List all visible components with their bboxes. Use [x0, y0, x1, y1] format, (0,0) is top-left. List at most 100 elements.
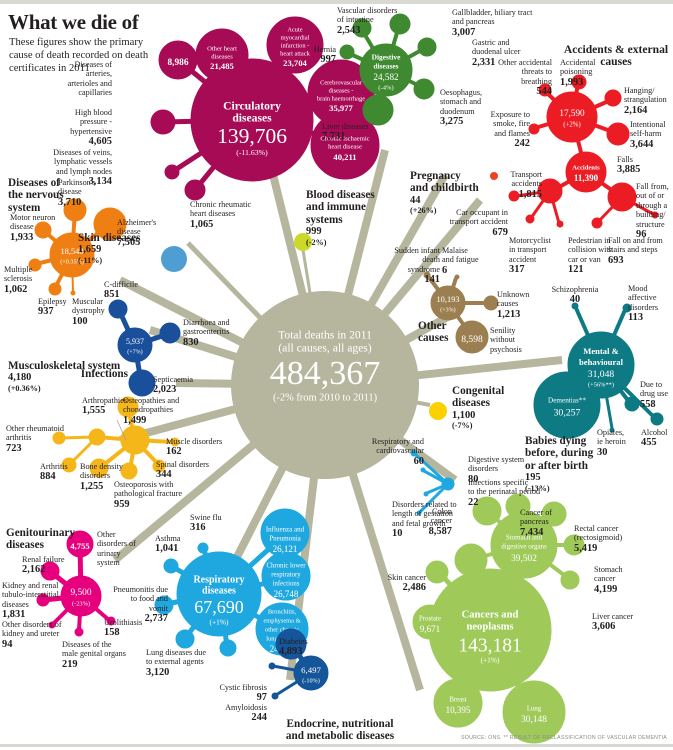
node-skin-diseases: [161, 246, 187, 272]
svg-text:Breast: Breast: [449, 697, 466, 704]
svg-text:26,121: 26,121: [273, 544, 298, 554]
node-pregnancy: [490, 172, 498, 180]
label-self-harm: Intentional self-harm 3,644: [630, 120, 666, 150]
svg-text:6,497: 6,497: [301, 665, 321, 675]
svg-text:30,257: 30,257: [554, 407, 581, 418]
svg-text:8,986: 8,986: [167, 58, 188, 68]
svg-text:Lung: Lung: [527, 706, 542, 713]
svg-text:infarction -: infarction -: [281, 42, 310, 49]
mental-bubble-text: Mental & behavioural 31,048 (+56%**) Dem…: [548, 346, 624, 418]
heading-endocrine: Endocrine, nutritional and metabolic dis…: [285, 718, 395, 743]
cancers-bubble-text: Cancers and neoplasms 143,181 (+1%) Stom…: [419, 534, 547, 726]
label-rectal-cancer: Rectal cancer (rectosigmoid) 5,419: [574, 524, 623, 554]
cluster-accidents: [508, 74, 659, 229]
leader-lines: [116, 419, 127, 441]
label-bone-density: Bone density disorders 1,255: [80, 462, 123, 492]
svg-text:35,977: 35,977: [329, 103, 353, 113]
label-threats-breathing: Other accidental threats to breathing 54…: [498, 58, 552, 98]
label-malaise: Malaise and fatigue 6: [442, 246, 479, 276]
label-pregnancy: Pregnancy and childbirth 44 (+26%): [410, 170, 479, 216]
cluster-musculoskeletal: [52, 396, 180, 480]
cluster-infections: [108, 299, 181, 397]
svg-text:8,598: 8,598: [461, 334, 483, 345]
svg-text:Dementias**: Dementias**: [548, 397, 586, 405]
label-parkinsons: Parkinson's disease 3,710: [58, 178, 96, 208]
cluster-nervous: [28, 198, 127, 296]
label-vascular-intestine: Vascular disorders of intestine 2,543: [337, 6, 398, 36]
svg-text:digestive organs: digestive organs: [501, 543, 547, 551]
svg-text:Digestive: Digestive: [372, 53, 401, 62]
label-arthropathies: Arthropathies 1,555: [82, 396, 128, 417]
svg-text:26,748: 26,748: [274, 589, 299, 599]
label-osteoporosis: Osteoporosis with pathological fracture …: [114, 480, 182, 510]
heading-other-causes: Other causes: [418, 320, 449, 345]
svg-text:brain haemorrhage: brain haemorrhage: [317, 95, 365, 102]
label-blood-diseases: Blood diseases and immune systems 999 (-…: [306, 189, 375, 247]
svg-text:(+0.35%): (+0.35%): [60, 258, 84, 265]
label-muscular-dystrophy: Muscular dystrophy 100: [72, 297, 105, 327]
label-spinal-disorders: Spinal disorders 344: [156, 460, 209, 481]
svg-text:(+1%): (+1%): [481, 656, 500, 665]
label-accidental-poisoning: Accidental poisoning 1,993: [560, 58, 596, 88]
label-lung-external-agents: Lung diseases due to external agents 3,1…: [146, 648, 207, 678]
svg-text:Cerebrovascular: Cerebrovascular: [320, 79, 363, 86]
svg-text:17,590: 17,590: [559, 108, 585, 118]
label-male-genital: Diseases of the male genital organs 219: [62, 640, 126, 670]
svg-text:23,704: 23,704: [283, 58, 307, 68]
label-drug-use: Due to drug use 558: [640, 380, 668, 410]
svg-text:Chronic lower: Chronic lower: [266, 563, 306, 570]
genitourinary-bubble-text: 9,500 (-23%) 4,755: [70, 541, 92, 608]
svg-text:other chronic: other chronic: [265, 626, 299, 633]
label-pancreas-cancer: Cancer of pancreas 7,434: [520, 508, 553, 538]
svg-text:infections: infections: [273, 581, 300, 588]
label-liver-diseases: Liver diseases 7,731: [322, 122, 369, 143]
bottom-rule: [0, 744, 673, 747]
label-motor-neuron: Motor neuron disease 1,933: [10, 213, 56, 243]
svg-text:neoplasms: neoplasms: [466, 621, 513, 632]
label-renal-failure: Renal failure 2,162: [22, 555, 65, 576]
top-rule: [0, 0, 673, 4]
center-bubble-text: Total deaths in 2011 (all causes, all ag…: [270, 329, 381, 404]
label-high-blood-pressure: High blood pressure - hypertensive 4,605: [70, 108, 112, 148]
svg-text:Other heart: Other heart: [207, 46, 237, 53]
nervous-bubble-text: 18,548 (+0.35%): [60, 247, 84, 266]
svg-text:Influenza and: Influenza and: [266, 526, 305, 534]
cluster-circulatory: [150, 16, 380, 201]
heading-babies-dying: Babies dying before, during or after bir…: [525, 435, 594, 493]
svg-text:40,211: 40,211: [333, 152, 356, 162]
svg-text:11,390: 11,390: [574, 173, 599, 183]
label-amyloidosis: Amyloidosis 244: [225, 703, 267, 724]
accidents-bubble-text: 17,590 (+2%) Accidents 11,390: [559, 108, 600, 183]
svg-text:143,181: 143,181: [458, 635, 521, 656]
page-title: What we die of: [8, 10, 139, 34]
cluster-cancers: [412, 493, 585, 744]
label-pedestrian: Pedestrian in collision with car or van …: [568, 236, 613, 276]
svg-text:(all causes, all ages): (all causes, all ages): [278, 342, 371, 355]
svg-text:484,367: 484,367: [270, 355, 381, 392]
label-car-occupant: Car occupant in transport accident 679: [449, 208, 508, 238]
label-fall-stairs: Fall on and from stairs and steps 693: [608, 236, 663, 266]
label-gastric-ulcer: Gastric and duodenal ulcer 2,331: [472, 38, 521, 68]
label-transport-accidents: Transport accidents 1,815: [510, 170, 542, 200]
center-bubble: [231, 291, 419, 479]
label-schizophrenia: Schizophrenia 40: [551, 285, 599, 306]
svg-text:(+1%): (+1%): [210, 618, 229, 627]
cluster-genitourinary: [36, 530, 116, 637]
svg-text:Mental &: Mental &: [583, 346, 619, 356]
label-veins: Diseases of veins, lymphatic vessels and…: [53, 148, 112, 188]
heading-accidents: Accidents & external causes: [563, 43, 669, 69]
other-causes-bubble-text: 10,193 (+3%) 8,598: [436, 295, 483, 345]
svg-text:18,548: 18,548: [60, 247, 83, 256]
label-swine-flu: Swine flu 316: [190, 513, 222, 534]
svg-text:(-4%): (-4%): [378, 85, 393, 92]
svg-text:5,937: 5,937: [126, 337, 144, 346]
label-gallbladder: Gallbladder, biliary tract and pancreas …: [452, 8, 533, 38]
svg-text:heart disease: heart disease: [328, 144, 362, 151]
svg-text:diseases -: diseases -: [329, 87, 354, 94]
label-perinatal-gestation: Disorders related to length of gestation…: [392, 500, 457, 540]
cluster-babies: [410, 449, 455, 516]
svg-text:31,048: 31,048: [588, 369, 615, 380]
svg-text:(+2%): (+2%): [563, 122, 580, 129]
label-stomach-cancer: Stomach cancer 4,199: [594, 565, 623, 595]
